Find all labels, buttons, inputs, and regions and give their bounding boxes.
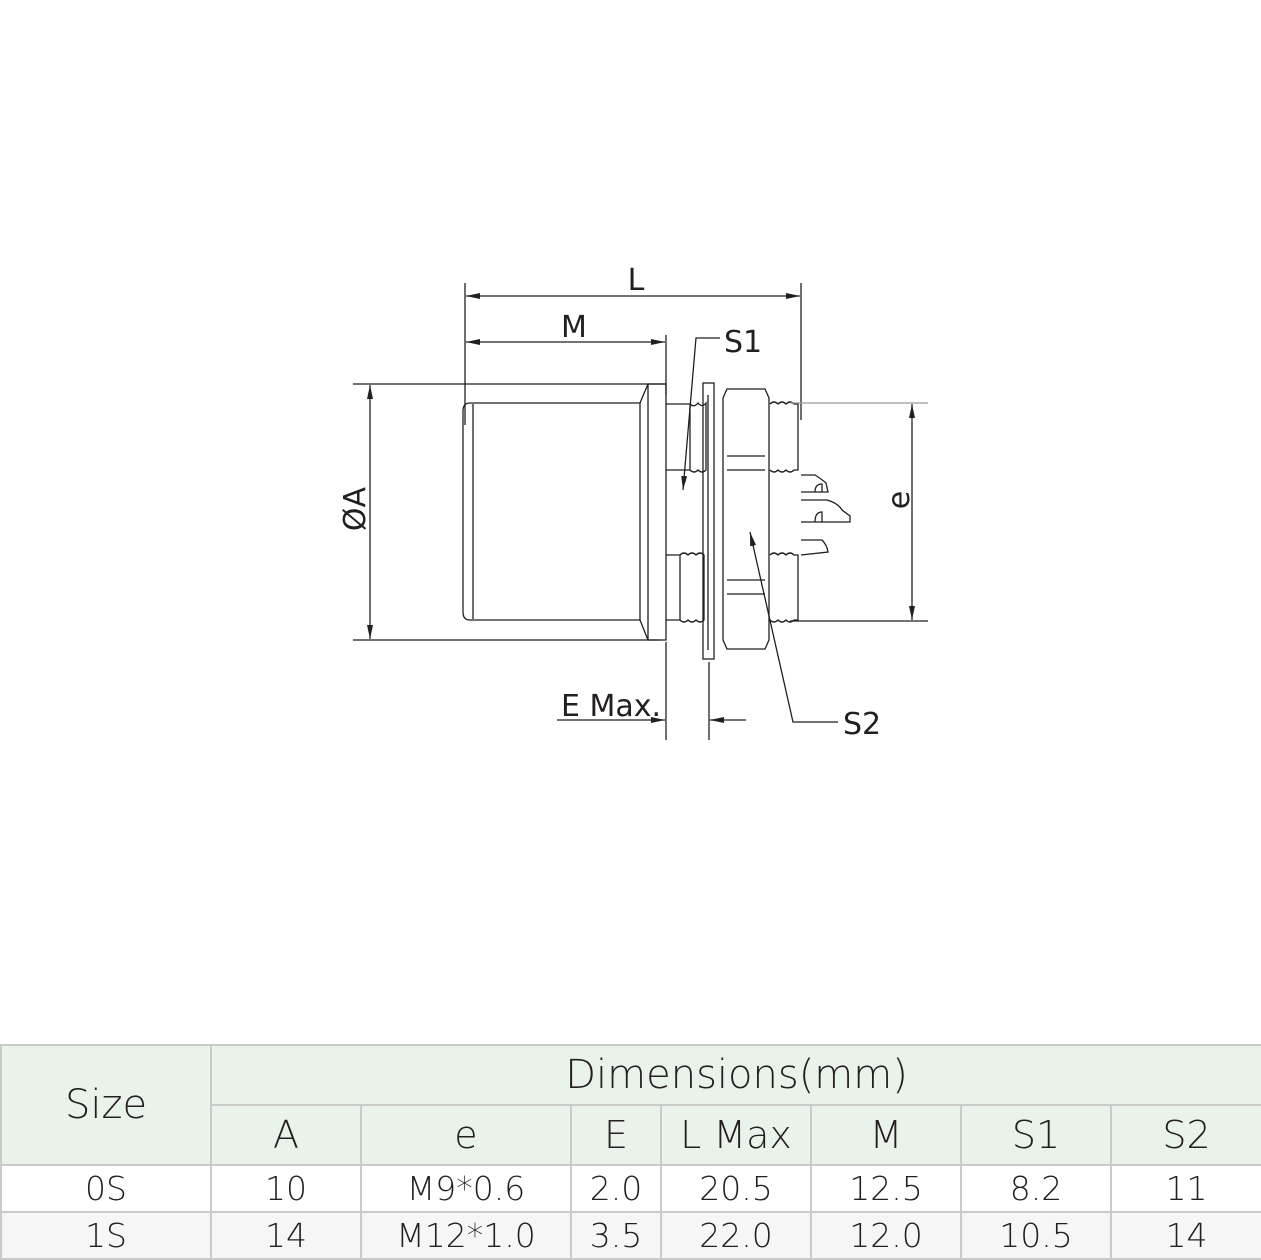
dimension-E: [557, 642, 746, 740]
table-row: 1S 14 M12*1.0 3.5 22.0 12.0 10.5 14: [0, 1211, 1261, 1260]
connector-body: [462, 383, 667, 641]
label-L: L: [628, 263, 645, 298]
column-header-M: M: [810, 1104, 962, 1166]
cell: 12.0: [810, 1211, 962, 1260]
solder-pins: [800, 474, 851, 556]
hex-nut: [722, 388, 770, 650]
label-S1: S1: [724, 325, 762, 360]
cell-size: 1S: [0, 1211, 212, 1260]
front-thread: [666, 401, 707, 623]
cell-size: 0S: [0, 1164, 212, 1213]
leader-S2: [749, 531, 838, 723]
column-header-S1: S1: [960, 1104, 1112, 1166]
leader-S1: [681, 337, 720, 491]
label-e: e: [882, 491, 917, 509]
connector-technical-drawing: L M S1 S2 ØA e E Max.: [338, 263, 928, 742]
cell: 22.0: [660, 1211, 812, 1260]
column-header-L-max: L Max: [660, 1104, 812, 1166]
cell: 14: [1109, 1211, 1261, 1260]
dimension-A: [353, 383, 666, 641]
lock-washer: [702, 382, 715, 660]
column-header-e: e: [360, 1104, 572, 1166]
column-header-S2: S2: [1109, 1104, 1261, 1166]
column-header-E: E: [570, 1104, 662, 1166]
cell: M9*0.6: [360, 1164, 572, 1213]
cell: 2.0: [570, 1164, 662, 1213]
dimensions-table: Size Dimensions(mm) A e E L Max M S1 S2 …: [0, 1044, 1261, 1260]
table-row: 0S 10 M9*0.6 2.0 20.5 12.5 8.2 11: [0, 1164, 1261, 1213]
rear-thread: [769, 401, 799, 623]
cell: 10: [210, 1164, 362, 1213]
label-M: M: [561, 310, 587, 345]
cell: 11: [1109, 1164, 1261, 1213]
cell: 10.5: [960, 1211, 1112, 1260]
size-header: Size: [0, 1044, 212, 1166]
dimensions-header: Dimensions(mm): [209, 1044, 1261, 1106]
cell: 12.5: [810, 1164, 962, 1213]
dimension-L: [464, 283, 802, 425]
label-S2: S2: [843, 707, 881, 742]
cell: M12*1.0: [360, 1211, 572, 1260]
column-header-A: A: [210, 1104, 362, 1166]
dimension-e: [790, 402, 928, 622]
label-A: ØA: [338, 486, 373, 531]
label-E-max: E Max.: [561, 689, 661, 724]
cell: 8.2: [960, 1164, 1112, 1213]
cell: 3.5: [570, 1211, 662, 1260]
cell: 20.5: [660, 1164, 812, 1213]
cell: 14: [210, 1211, 362, 1260]
